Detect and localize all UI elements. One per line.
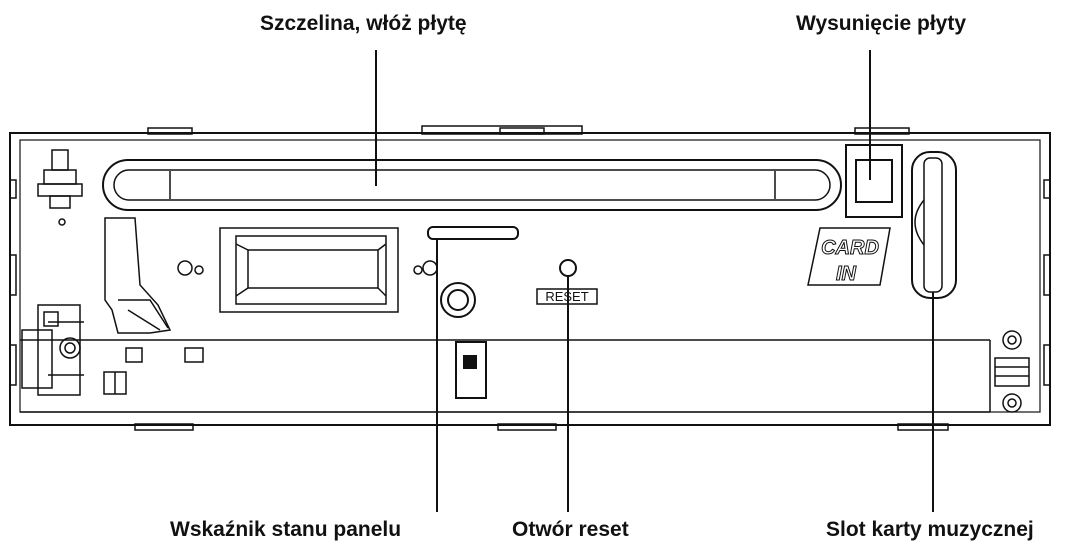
label-disc-slot: Szczelina, włóż płytę — [260, 12, 467, 35]
panel-status-indicator — [427, 226, 519, 240]
label-panel-status: Wskaźnik stanu panelu — [170, 518, 402, 541]
card-marking-top: CARD — [821, 237, 879, 259]
panel-outline — [9, 132, 1051, 426]
eject-button[interactable] — [845, 144, 903, 218]
card-slot[interactable] — [911, 151, 957, 299]
right-screws — [994, 330, 1030, 413]
top-tabs — [147, 125, 910, 135]
small-buttons — [103, 347, 204, 395]
bottom-tabs — [134, 423, 949, 431]
card-marking-bottom: IN — [836, 263, 857, 285]
left-gear-mechanism — [21, 304, 84, 396]
reset-hole[interactable] — [559, 259, 577, 277]
lower-module — [20, 339, 991, 413]
label-reset-hole: Otwór reset — [512, 518, 629, 541]
leader-lines — [375, 50, 934, 512]
round-knob[interactable] — [440, 282, 476, 318]
panel-inner-outline — [19, 139, 1041, 413]
center-connector — [219, 227, 399, 313]
label-disc-eject: Wysunięcie płyty — [796, 12, 967, 35]
side-notches — [9, 179, 1051, 386]
disc-slot[interactable] — [102, 159, 842, 211]
label-card-slot: Slot karty muzycznej — [826, 518, 1034, 541]
mount-holes — [177, 260, 438, 276]
center-switch[interactable] — [455, 341, 487, 399]
top-left-connector — [37, 149, 83, 226]
card-in-marking: CARD IN — [807, 227, 891, 286]
left-latch — [104, 217, 172, 334]
